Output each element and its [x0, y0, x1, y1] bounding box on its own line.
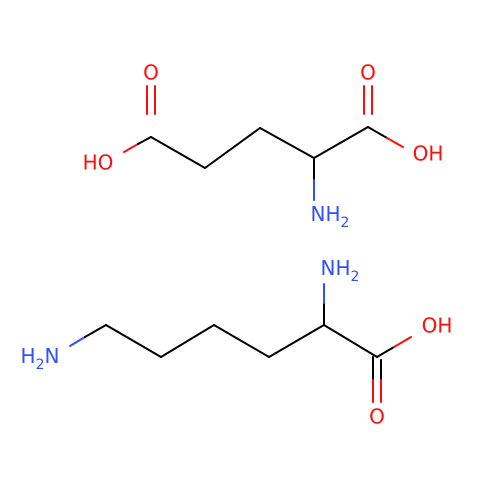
amine-label-subscript: 2	[341, 215, 350, 231]
bond-c6-oh-red	[393, 336, 412, 348]
bond-c3-c4	[213, 324, 270, 358]
bond-c6-oh-black	[376, 346, 395, 358]
bond-c2-c3	[204, 127, 261, 169]
glutamic-acid-structure: O HO O OH NH2	[83, 61, 444, 232]
alpha-amine-label-nh: NH	[321, 256, 351, 280]
bond-c1-c2	[105, 324, 162, 358]
bond-c1-oh-red	[123, 143, 139, 153]
bond-n-c1-blue	[69, 336, 86, 347]
lysine-structure: NH2 OH O H2N	[21, 256, 453, 429]
bond-c2-c3	[160, 324, 215, 358]
oxygen-label-right-carbonyl: O	[360, 61, 376, 85]
bond-c1-c2	[150, 136, 206, 169]
carboxyl-oxygen-label: O	[369, 405, 385, 429]
amine-label-nh: NH	[311, 202, 341, 226]
bond-c5-oh-black	[367, 126, 388, 139]
bond-c4-c5	[268, 324, 325, 358]
amine-label: NH2	[311, 202, 350, 232]
carboxyl-hydroxyl-label: OH	[422, 314, 453, 338]
hydroxyl-label-left: HO	[83, 151, 114, 175]
alpha-amine-label: NH2	[321, 256, 360, 286]
bond-c3-c4	[259, 127, 315, 159]
bond-c5-c6	[323, 324, 378, 358]
bond-c5-oh-red	[386, 137, 404, 148]
alpha-amine-label-subscript: 2	[351, 269, 360, 285]
bond-c1-oh-black	[137, 136, 152, 145]
terminal-amine-label: H2N	[21, 344, 60, 374]
terminal-amine-label-subscript: 2	[36, 357, 45, 373]
bond-c4-c5	[313, 126, 369, 159]
hydroxyl-label-right: OH	[413, 142, 444, 166]
terminal-amine-label-n: N	[45, 344, 60, 368]
terminal-amine-label-h: H	[21, 344, 36, 368]
bond-n-c1-black	[84, 324, 107, 338]
oxygen-label-left-carbonyl: O	[143, 61, 159, 85]
